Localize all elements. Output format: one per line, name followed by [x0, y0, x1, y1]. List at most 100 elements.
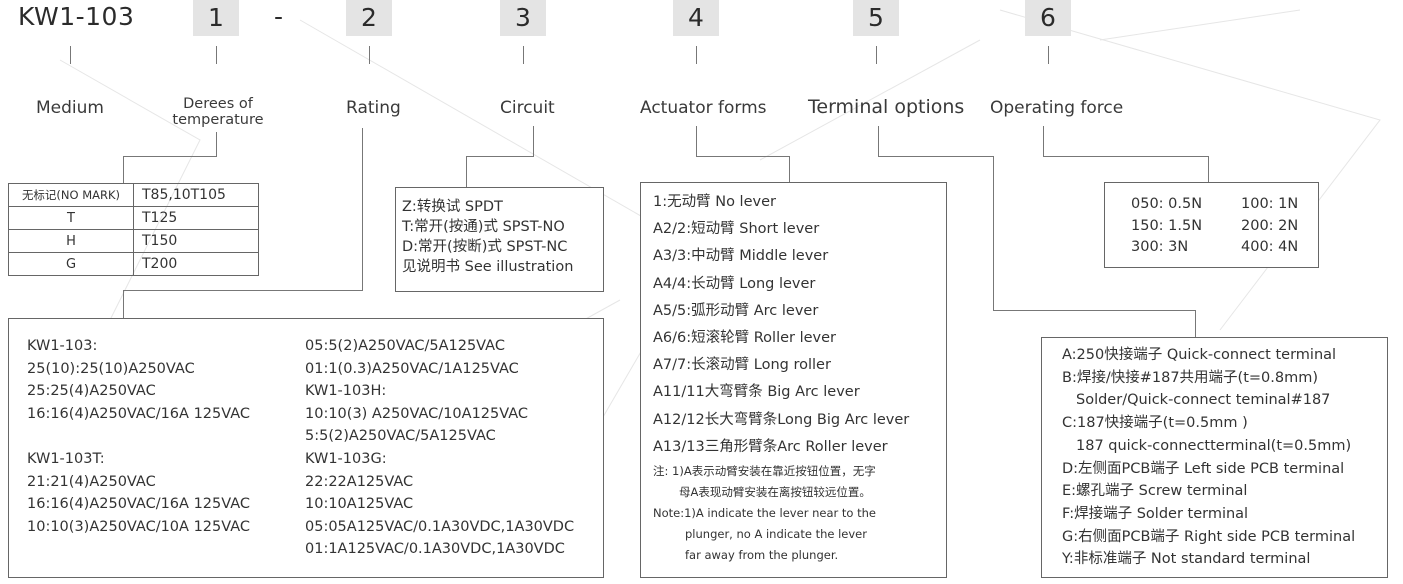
actuator-line: A4/4:长动臂 Long lever — [653, 275, 816, 292]
position-1-badge: 1 — [193, 0, 239, 36]
rating-right-column: 05:5(2)A250VAC/5A125VAC 01:1(0.3)A250VAC… — [305, 335, 574, 561]
actuator-line: A11/11大弯臂条 Big Arc lever — [653, 384, 860, 401]
terminal-line: Solder/Quick-connect teminal#187 — [1076, 392, 1331, 409]
force-value: 200: 2N — [1241, 217, 1299, 234]
medium-temp: T125 — [133, 206, 259, 230]
rating-line: 16:16(4)A250VAC/16A 125VAC — [27, 405, 251, 422]
medium-code: H — [8, 229, 134, 253]
terminal-line: 187 quick-connectterminal(t=0.5mm) — [1076, 437, 1352, 454]
connector-force — [1043, 126, 1044, 156]
tick-1 — [216, 46, 217, 64]
rating-line: 10:10(3) A250VAC/10A125VAC — [305, 405, 529, 422]
rating-left-column: KW1-103: 25(10):25(10)A250VAC 25:25(4)A2… — [27, 335, 250, 538]
rating-line: KW1-103G: — [305, 450, 387, 467]
rating-line: 16:16(4)A250VAC/16A 125VAC — [27, 496, 251, 513]
table-row: T T125 — [8, 206, 259, 230]
force-value: 400: 4N — [1241, 239, 1299, 255]
rating-line — [27, 425, 250, 448]
terminal-line: C:187快接端子(t=0.5mm ) — [1062, 415, 1248, 432]
category-circuit: Circuit — [500, 98, 555, 118]
rating-line: 01:1(0.3)A250VAC/1A125VAC — [305, 360, 519, 377]
actuator-line: A13/13三角形臂条Arc Roller lever — [653, 438, 888, 455]
terminal-line: E:螺孔端子 Screw terminal — [1062, 483, 1248, 500]
rating-line: KW1-103H: — [305, 383, 387, 400]
circuit-box: Z:转换试 SPDT T:常开(按通)式 SPST-NO D:常开(按断)式 S… — [395, 187, 604, 292]
actuator-line: A3/3:中动臂 Middle lever — [653, 248, 829, 265]
connector-rating-h — [123, 290, 363, 291]
table-row: H T150 — [8, 229, 259, 253]
medium-code: G — [8, 252, 134, 276]
tick-3 — [523, 46, 524, 64]
position-3-badge: 3 — [500, 0, 546, 36]
category-actuator: Actuator forms — [640, 98, 767, 118]
connector-force-down — [1208, 156, 1209, 182]
tick-5 — [876, 46, 877, 64]
medium-temp: T85,10T105 — [133, 183, 259, 207]
actuator-note: Note:1)A indicate the lever near to the — [653, 506, 876, 521]
rating-line: KW1-103: — [27, 338, 98, 354]
category-temperature: Derees of temperature — [160, 96, 276, 128]
terminal-line: A:250快接端子 Quick-connect terminal — [1062, 347, 1337, 363]
category-temperature-line1: Derees of — [183, 96, 253, 112]
rating-line: 05:05A125VAC/0.1A30VDC,1A30VDC — [305, 518, 575, 535]
actuator-note: plunger, no A indicate the lever — [685, 527, 867, 542]
actuator-line: 1:无动臂 No lever — [653, 194, 776, 210]
circuit-line: 见说明书 See illustration — [402, 259, 574, 275]
connector-terminal — [878, 126, 879, 156]
table-row: G T200 — [8, 252, 259, 276]
connector-terminal-h — [878, 156, 994, 157]
actuator-box: 1:无动臂 No lever A2/2:短动臂 Short lever A3/3… — [640, 182, 947, 578]
connector-actuator — [696, 126, 697, 156]
force-value: 300: 3N — [1131, 239, 1189, 255]
force-value: 150: 1.5N — [1131, 217, 1203, 234]
connector-force-h — [1043, 156, 1209, 157]
rating-line: 21:21(4)A250VAC — [27, 473, 156, 490]
position-4-badge: 4 — [673, 0, 719, 36]
model-code: KW1-103 — [18, 2, 135, 31]
connector-rating-down — [123, 290, 124, 318]
medium-table: 无标记(NO MARK) T85,10T105 T T125 H T150 G … — [8, 183, 259, 276]
rating-line: 10:10A125VAC — [305, 496, 414, 513]
position-6-badge: 6 — [1025, 0, 1071, 36]
rating-line: 25(10):25(10)A250VAC — [27, 360, 195, 377]
category-temperature-line2: temperature — [172, 112, 264, 128]
terminal-line: F:焊接端子 Solder terminal — [1062, 505, 1249, 522]
force-row: 300: 3N 400: 4N — [1131, 237, 1318, 259]
actuator-line: A5/5:弧形动臂 Arc lever — [653, 302, 819, 319]
medium-temp: T150 — [133, 229, 259, 253]
actuator-note: 母A表现动臂安装在离按钮较远位置。 — [679, 485, 871, 500]
rating-line: 25:25(4)A250VAC — [27, 383, 156, 400]
rating-line: KW1-103T: — [27, 450, 105, 467]
terminal-line: G:右侧面PCB端子 Right side PCB terminal — [1062, 528, 1356, 545]
connector-actuator-h — [696, 156, 790, 157]
position-5-badge: 5 — [853, 0, 899, 36]
connector-rating — [362, 128, 363, 290]
connector-actuator-down — [789, 156, 790, 182]
force-row: 150: 1.5N 200: 2N — [1131, 216, 1318, 238]
category-force: Operating force — [990, 98, 1124, 118]
circuit-line: D:常开(按断)式 SPST-NC — [402, 239, 568, 255]
connector-terminal-h2 — [993, 310, 1196, 311]
terminal-line: B:焊接/快接#187共用端子(t=0.8mm) — [1062, 369, 1319, 386]
actuator-line: A12/12长大弯臂条Long Big Arc lever — [653, 411, 910, 428]
rating-box: KW1-103: 25(10):25(10)A250VAC 25:25(4)A2… — [8, 318, 604, 578]
connector-circuit — [533, 126, 534, 156]
rating-line: 01:1A125VAC/0.1A30VDC,1A30VDC — [305, 541, 565, 558]
tick-2 — [369, 46, 370, 64]
medium-temp: T200 — [133, 252, 259, 276]
separator-dash: - — [274, 2, 284, 31]
actuator-line: A6/6:短滚轮臂 Roller lever — [653, 330, 837, 347]
actuator-note: far away from the plunger. — [685, 548, 839, 563]
rating-line: 05:5(2)A250VAC/5A125VAC — [305, 338, 505, 354]
connector-terminal-down — [993, 156, 994, 310]
connector-temp-h — [123, 156, 217, 157]
tick-4 — [696, 46, 697, 64]
actuator-line: A2/2:短动臂 Short lever — [653, 221, 820, 238]
terminal-box: A:250快接端子 Quick-connect terminal B:焊接/快接… — [1041, 337, 1388, 578]
force-value: 050: 0.5N — [1131, 196, 1203, 212]
actuator-note: 注: 1)A表示动臂安装在靠近按钮位置，无字 — [653, 464, 876, 479]
terminal-line: Y:非标准端子 Not standard terminal — [1062, 551, 1311, 568]
